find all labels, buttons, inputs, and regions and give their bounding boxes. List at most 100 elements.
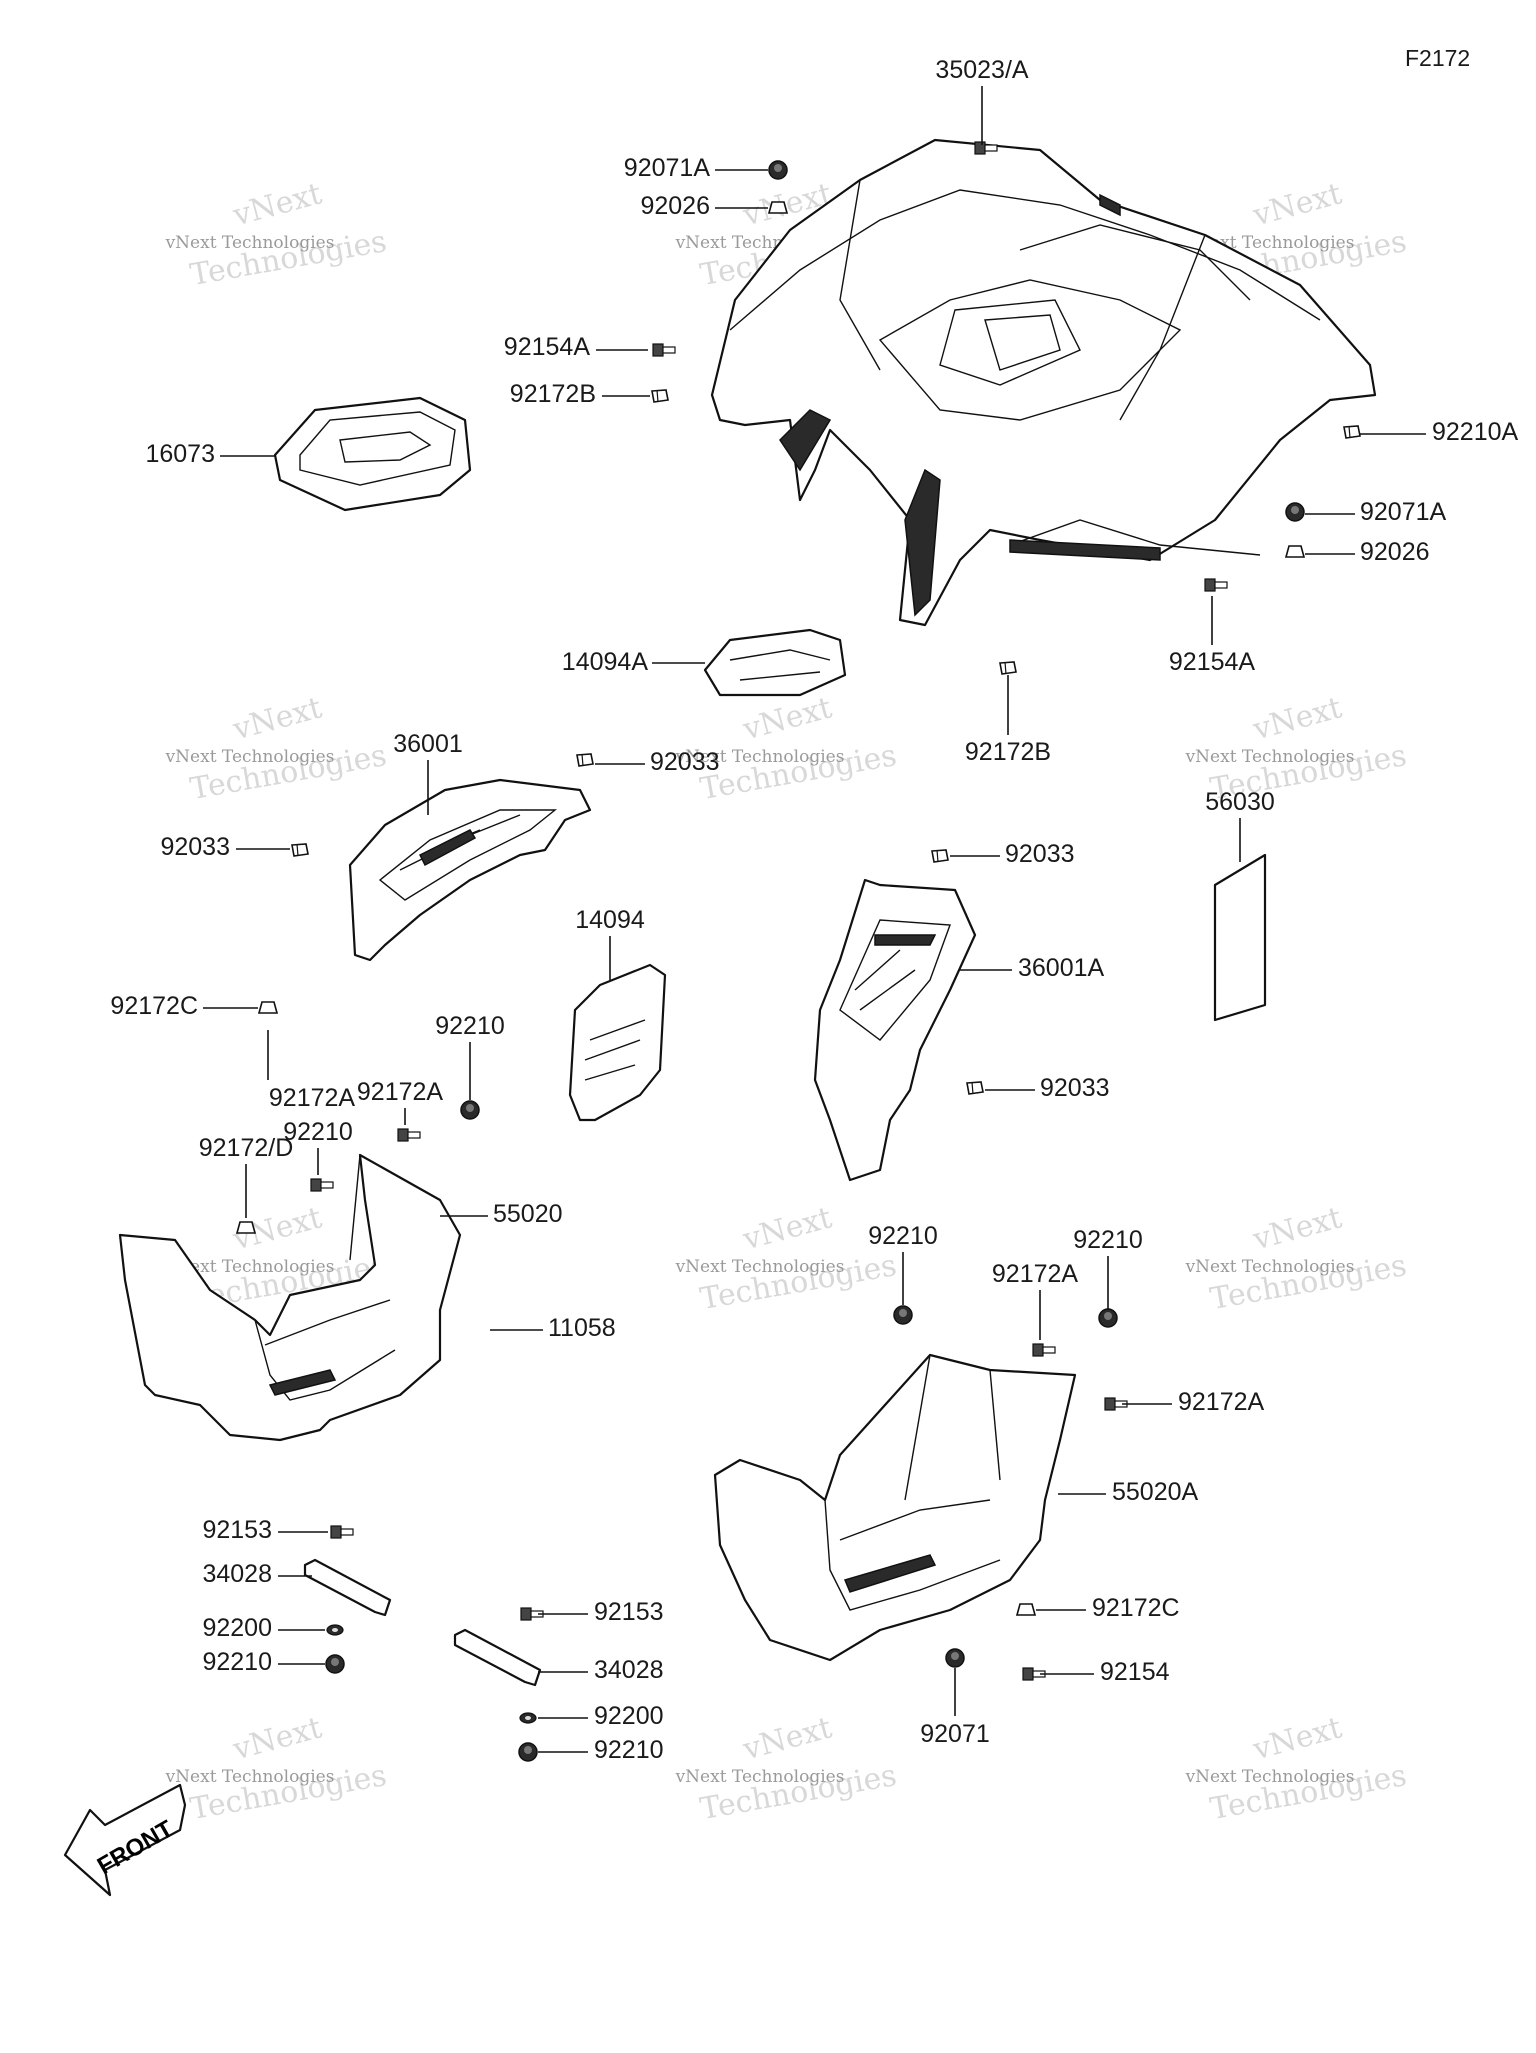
step-plate-34028-left — [303, 1558, 392, 1617]
watermark-line1: vNext Technologies — [165, 747, 335, 767]
watermark-line1: vNext Technologies — [675, 1767, 845, 1787]
hardware-layer — [235, 141, 1361, 1762]
callout-label-c40: 92172C — [1092, 1594, 1180, 1622]
callout-label-c15: 92033 — [160, 833, 230, 861]
nut-fastener-c02 — [768, 160, 788, 180]
watermark-brand: vNext — [229, 690, 326, 747]
clip-fastener-c07 — [1343, 425, 1361, 439]
bolt-fastener-c04 — [652, 343, 676, 357]
step-plate-34028-right — [453, 1628, 542, 1687]
callout-label-c38: 92210 — [202, 1648, 272, 1676]
callout-label-c21: 92210 — [435, 1012, 505, 1040]
washer-fastener-c37 — [326, 1624, 344, 1636]
bolt-fastener-c10 — [1204, 578, 1228, 592]
callout-label-c13: 36001 — [393, 730, 463, 758]
callout-label-c29: 92172A — [992, 1260, 1079, 1288]
watermark-line1: vNext Technologies — [1185, 1257, 1355, 1277]
callout-label-c01: 35023/A — [935, 56, 1028, 84]
callout-label-c33: 55020A — [1112, 1478, 1199, 1506]
clip-fastener-c05 — [651, 389, 669, 403]
bolt-fastener-c22 — [397, 1128, 421, 1142]
clip-fastener-c12 — [999, 661, 1017, 675]
watermark-brand: vNext — [229, 176, 326, 233]
callout-label-c25: 92172/D — [199, 1134, 294, 1162]
side-cover-36001 — [348, 778, 592, 962]
callout-label-c05: 92172B — [510, 380, 596, 408]
callout-label-c31: 11058 — [548, 1314, 616, 1342]
callout-label-c24: 92033 — [1040, 1074, 1110, 1102]
nut-fastener-c21 — [460, 1100, 480, 1120]
callout-label-c07: 92210A — [1432, 418, 1519, 446]
nut-fastener-c30 — [1098, 1308, 1118, 1328]
watermark-brand: vNext — [1249, 690, 1346, 747]
nut-fastener-c38 — [325, 1654, 345, 1674]
decal-56030 — [1213, 853, 1267, 1022]
footrest-55020 — [118, 1153, 462, 1442]
clip-fastener-c17 — [931, 849, 949, 863]
callout-label-c09: 92026 — [1360, 538, 1430, 566]
watermark-line1: vNext Technologies — [675, 1257, 845, 1277]
clip-fastener-c24 — [966, 1081, 984, 1095]
callout-label-c43: 92210 — [594, 1736, 664, 1764]
callout-label-c17: 92033 — [1005, 840, 1075, 868]
watermark-brand: vNext — [739, 1710, 836, 1767]
callout-label-c10: 92154A — [1169, 648, 1256, 676]
callout-label-c02: 92071A — [624, 154, 711, 182]
washer-fastener-c42 — [519, 1712, 537, 1724]
seat-cover-16073 — [273, 396, 472, 512]
callout-label-c08: 92071A — [1360, 498, 1447, 526]
panel-14094 — [568, 963, 667, 1122]
callout-label-c22: 92172A — [357, 1078, 444, 1106]
callout-label-c03: 92026 — [640, 192, 710, 220]
callout-label-c42: 92200 — [594, 1702, 664, 1730]
watermark-brand: vNext — [739, 690, 836, 747]
nut-fastener-c44 — [945, 1648, 965, 1668]
callout-label-c44: 92071 — [920, 1720, 990, 1748]
callout-label-c23: 92172A — [269, 1084, 356, 1112]
callout-label-c34: 92153 — [202, 1516, 272, 1544]
nut-fastener-c28 — [893, 1305, 913, 1325]
watermark-brand: vNext — [1249, 176, 1346, 233]
callout-label-c18: 14094 — [575, 906, 645, 934]
callout-label-c35: 34028 — [202, 1560, 272, 1588]
nut-fastener-c08 — [1285, 502, 1305, 522]
callout-labels: 35023/A92071A9202692154A92172B1607392210… — [110, 56, 1518, 1764]
bolt-fastener-c34 — [330, 1525, 354, 1539]
callout-label-c28: 92210 — [868, 1222, 938, 1250]
callout-label-c12: 92172B — [965, 738, 1051, 766]
callout-label-c04: 92154A — [504, 333, 591, 361]
rear-fender-35023 — [710, 138, 1377, 627]
side-cover-36001A — [813, 878, 977, 1182]
callout-label-c19: 36001A — [1018, 954, 1105, 982]
cap-fastener-c03 — [767, 201, 789, 214]
callout-label-c41: 92154 — [1100, 1658, 1170, 1686]
bolt-fastener-c01 — [974, 141, 998, 155]
watermark-brand: vNext — [1249, 1710, 1346, 1767]
footrest-55020A — [713, 1353, 1077, 1662]
watermark-line1: vNext Technologies — [1185, 1767, 1355, 1787]
watermark-line1: vNext Technologies — [165, 1257, 335, 1277]
watermark-brand: vNext — [1249, 1200, 1346, 1257]
watermark-brand: vNext — [739, 1200, 836, 1257]
watermark-line1: vNext Technologies — [165, 233, 335, 253]
callout-label-c30: 92210 — [1073, 1226, 1143, 1254]
callout-label-c26: 55020 — [493, 1200, 563, 1228]
watermark-line1: vNext Technologies — [675, 747, 845, 767]
plate-14094A — [703, 628, 847, 697]
callout-label-c11: 14094A — [562, 648, 649, 676]
cap-fastener-c20 — [257, 1001, 279, 1014]
callout-label-c39: 34028 — [594, 1656, 664, 1684]
nut-fastener-c43 — [518, 1742, 538, 1762]
callout-label-c36: 92153 — [594, 1598, 664, 1626]
callout-label-c37: 92200 — [202, 1614, 272, 1642]
watermark-brand: vNext — [229, 1710, 326, 1767]
watermark-line1: vNext Technologies — [1185, 747, 1355, 767]
leader-lines — [203, 86, 1426, 1753]
callout-label-c27: 92210 — [283, 1118, 353, 1146]
